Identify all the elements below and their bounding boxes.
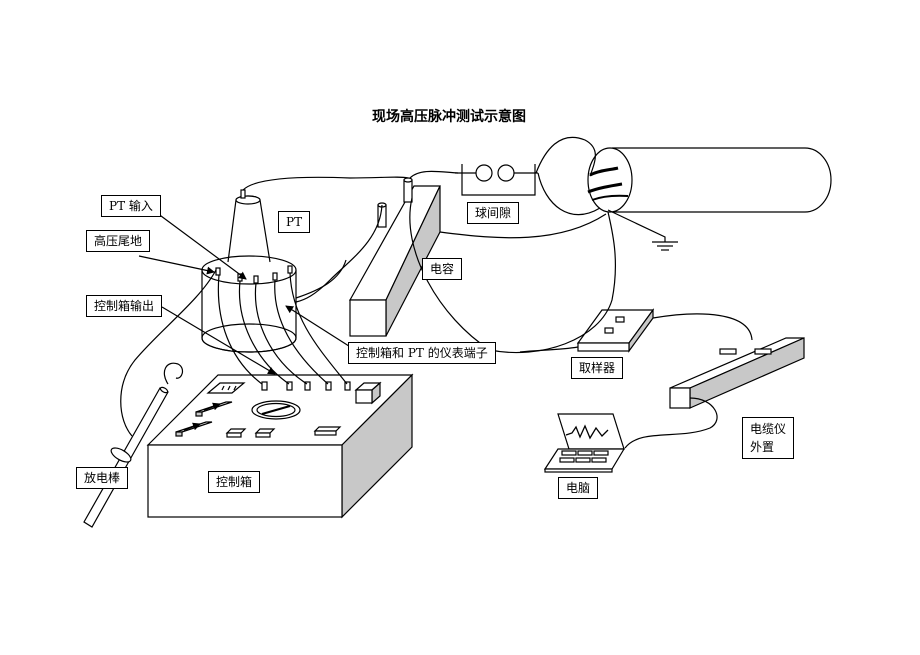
cable-cylinder: [587, 147, 832, 213]
label-cable-tester-line1: 电缆仪: [750, 422, 787, 436]
label-control-box: 控制箱: [208, 471, 261, 493]
label-hv-tail-ground: 高压尾地: [86, 230, 151, 252]
label-control-box-output: 控制箱输出: [86, 295, 163, 317]
sampler: [576, 308, 655, 353]
leaders: [138, 212, 353, 375]
control-box: [146, 373, 414, 519]
label-meter-terminal: 控制箱和 PT 的仪表端子: [348, 342, 496, 364]
label-pt: PT: [278, 211, 311, 233]
label-sphere-gap: 球间隙: [467, 202, 520, 224]
label-discharge-rod: 放电棒: [76, 467, 129, 489]
wires: [120, 136, 753, 449]
laptop: [543, 413, 626, 473]
label-pt-input: PT 输入: [101, 195, 161, 217]
label-sampler: 取样器: [571, 357, 624, 379]
diagram-title: 现场高压脉冲测试示意图: [372, 109, 526, 125]
ground-symbol: [607, 209, 678, 251]
sphere-gap: [455, 164, 538, 196]
label-cable-tester-line2: 外置: [750, 440, 775, 454]
label-capacitor: 电容: [422, 258, 463, 280]
cable-tester: [669, 337, 805, 409]
label-computer: 电脑: [558, 477, 599, 499]
label-cable-tester: 电缆仪 外置: [742, 417, 795, 459]
capacitor: [348, 177, 441, 337]
discharge-rod: [83, 362, 184, 528]
